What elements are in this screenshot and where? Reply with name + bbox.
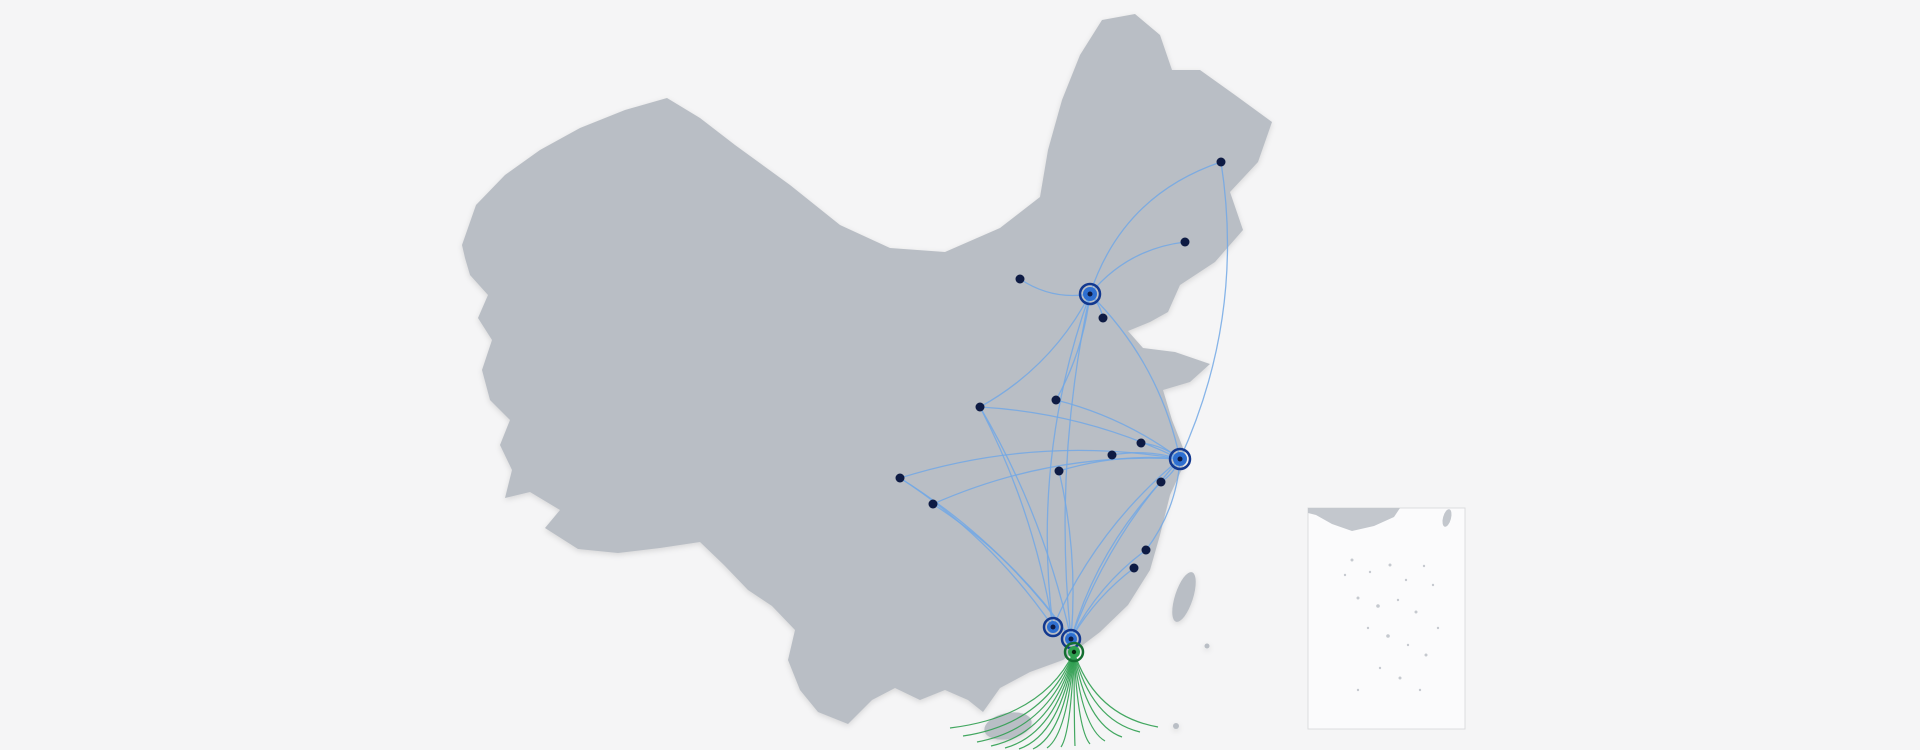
green-hub-center xyxy=(1071,649,1077,655)
inset-island xyxy=(1368,570,1372,574)
city-dot[interactable] xyxy=(1129,563,1139,573)
flight-route-blue xyxy=(899,477,1054,628)
flight-route-green xyxy=(1046,651,1075,749)
inset-island xyxy=(1343,573,1347,577)
inset-island xyxy=(1350,558,1354,562)
city-dot[interactable] xyxy=(895,473,905,483)
inset-island xyxy=(1356,688,1360,692)
inset-island xyxy=(1378,666,1382,670)
flight-route-blue xyxy=(1052,458,1181,628)
hub-center xyxy=(1050,624,1056,630)
inset-taiwan xyxy=(1442,509,1452,527)
south-china-sea-inset xyxy=(1307,507,1466,730)
flight-route-blue xyxy=(979,406,1072,640)
inset-island xyxy=(1406,643,1410,647)
inset-island xyxy=(1414,610,1418,614)
flight-route-blue xyxy=(1070,549,1147,640)
small-island xyxy=(1173,723,1179,729)
hub-east-marker[interactable] xyxy=(1168,447,1192,471)
nodes-layer xyxy=(895,157,1226,663)
flight-route-blue xyxy=(1055,293,1091,401)
city-dot[interactable] xyxy=(1015,274,1025,284)
inset-island xyxy=(1366,626,1370,630)
flight-route-green xyxy=(990,651,1075,747)
flight-route-green xyxy=(949,651,1075,729)
inset-islands xyxy=(1343,558,1440,692)
inset-island xyxy=(1424,653,1428,657)
flight-route-blue xyxy=(1089,161,1222,295)
flight-route-green xyxy=(1004,651,1075,749)
inset-island xyxy=(1398,676,1402,680)
city-dot[interactable] xyxy=(1107,450,1117,460)
inset-island xyxy=(1436,626,1440,630)
inset-island xyxy=(1422,564,1426,568)
hainan-island xyxy=(984,712,1032,740)
city-dot[interactable] xyxy=(1098,313,1108,323)
flight-route-blue xyxy=(1089,293,1181,460)
blue-routes-layer xyxy=(899,161,1229,640)
green-routes-layer xyxy=(949,651,1159,750)
city-dot[interactable] xyxy=(1180,237,1190,247)
hub-ring xyxy=(1168,447,1192,471)
flight-route-green xyxy=(1032,651,1075,750)
inset-island xyxy=(1386,634,1390,638)
flight-route-blue xyxy=(979,293,1091,408)
china-mainland xyxy=(462,14,1272,724)
flight-route-green xyxy=(1073,651,1123,738)
flight-route-blue xyxy=(932,457,1181,505)
flight-route-blue xyxy=(1058,456,1181,472)
hub-south-a-marker[interactable] xyxy=(1042,616,1064,638)
flight-route-green xyxy=(1073,651,1106,742)
flight-route-green xyxy=(1060,651,1075,748)
flight-route-green xyxy=(1018,651,1075,750)
inset-island xyxy=(1418,688,1422,692)
inset-island xyxy=(1396,598,1400,602)
inset-island xyxy=(1431,583,1435,587)
city-dot[interactable] xyxy=(1216,157,1226,167)
city-dot[interactable] xyxy=(1136,438,1146,448)
flight-route-blue xyxy=(1070,481,1162,640)
flight-route-green xyxy=(1073,651,1076,747)
flight-route-green xyxy=(976,651,1075,743)
city-dot[interactable] xyxy=(1156,477,1166,487)
flight-route-green xyxy=(1073,651,1091,745)
flight-route-blue xyxy=(1058,470,1074,640)
flight-route-blue xyxy=(1046,293,1091,628)
city-dot[interactable] xyxy=(1054,466,1064,476)
landmass-group xyxy=(462,14,1272,740)
flight-route-blue xyxy=(979,406,1181,460)
green-hub-ring xyxy=(1063,641,1085,663)
flight-route-green xyxy=(962,651,1075,737)
city-dot[interactable] xyxy=(928,499,938,509)
flight-route-blue xyxy=(1179,161,1229,460)
flight-route-blue xyxy=(1089,241,1186,295)
hub-center xyxy=(1177,456,1183,462)
taiwan-island xyxy=(1172,572,1196,622)
hub-ring xyxy=(1078,282,1102,306)
flight-route-blue xyxy=(1019,278,1091,297)
hub-north-marker[interactable] xyxy=(1078,282,1102,306)
hub-center xyxy=(1068,636,1074,642)
flight-route-blue xyxy=(979,406,1054,628)
inset-box xyxy=(1307,507,1466,730)
flight-route-green xyxy=(1073,651,1141,733)
city-dot[interactable] xyxy=(975,402,985,412)
inset-island xyxy=(1404,578,1408,582)
city-dot[interactable] xyxy=(1051,395,1061,405)
city-dot[interactable] xyxy=(1141,545,1151,555)
flight-route-green xyxy=(1073,651,1159,728)
hub-ring xyxy=(1042,616,1064,638)
inset-coast xyxy=(1308,508,1400,531)
inset-island xyxy=(1356,596,1360,600)
inset-island xyxy=(1388,563,1392,567)
small-island xyxy=(1204,643,1210,649)
hub-center xyxy=(1087,291,1093,297)
green-hub-marker[interactable] xyxy=(1063,641,1085,663)
inset-island xyxy=(1376,604,1380,608)
flight-route-blue xyxy=(899,449,1181,479)
